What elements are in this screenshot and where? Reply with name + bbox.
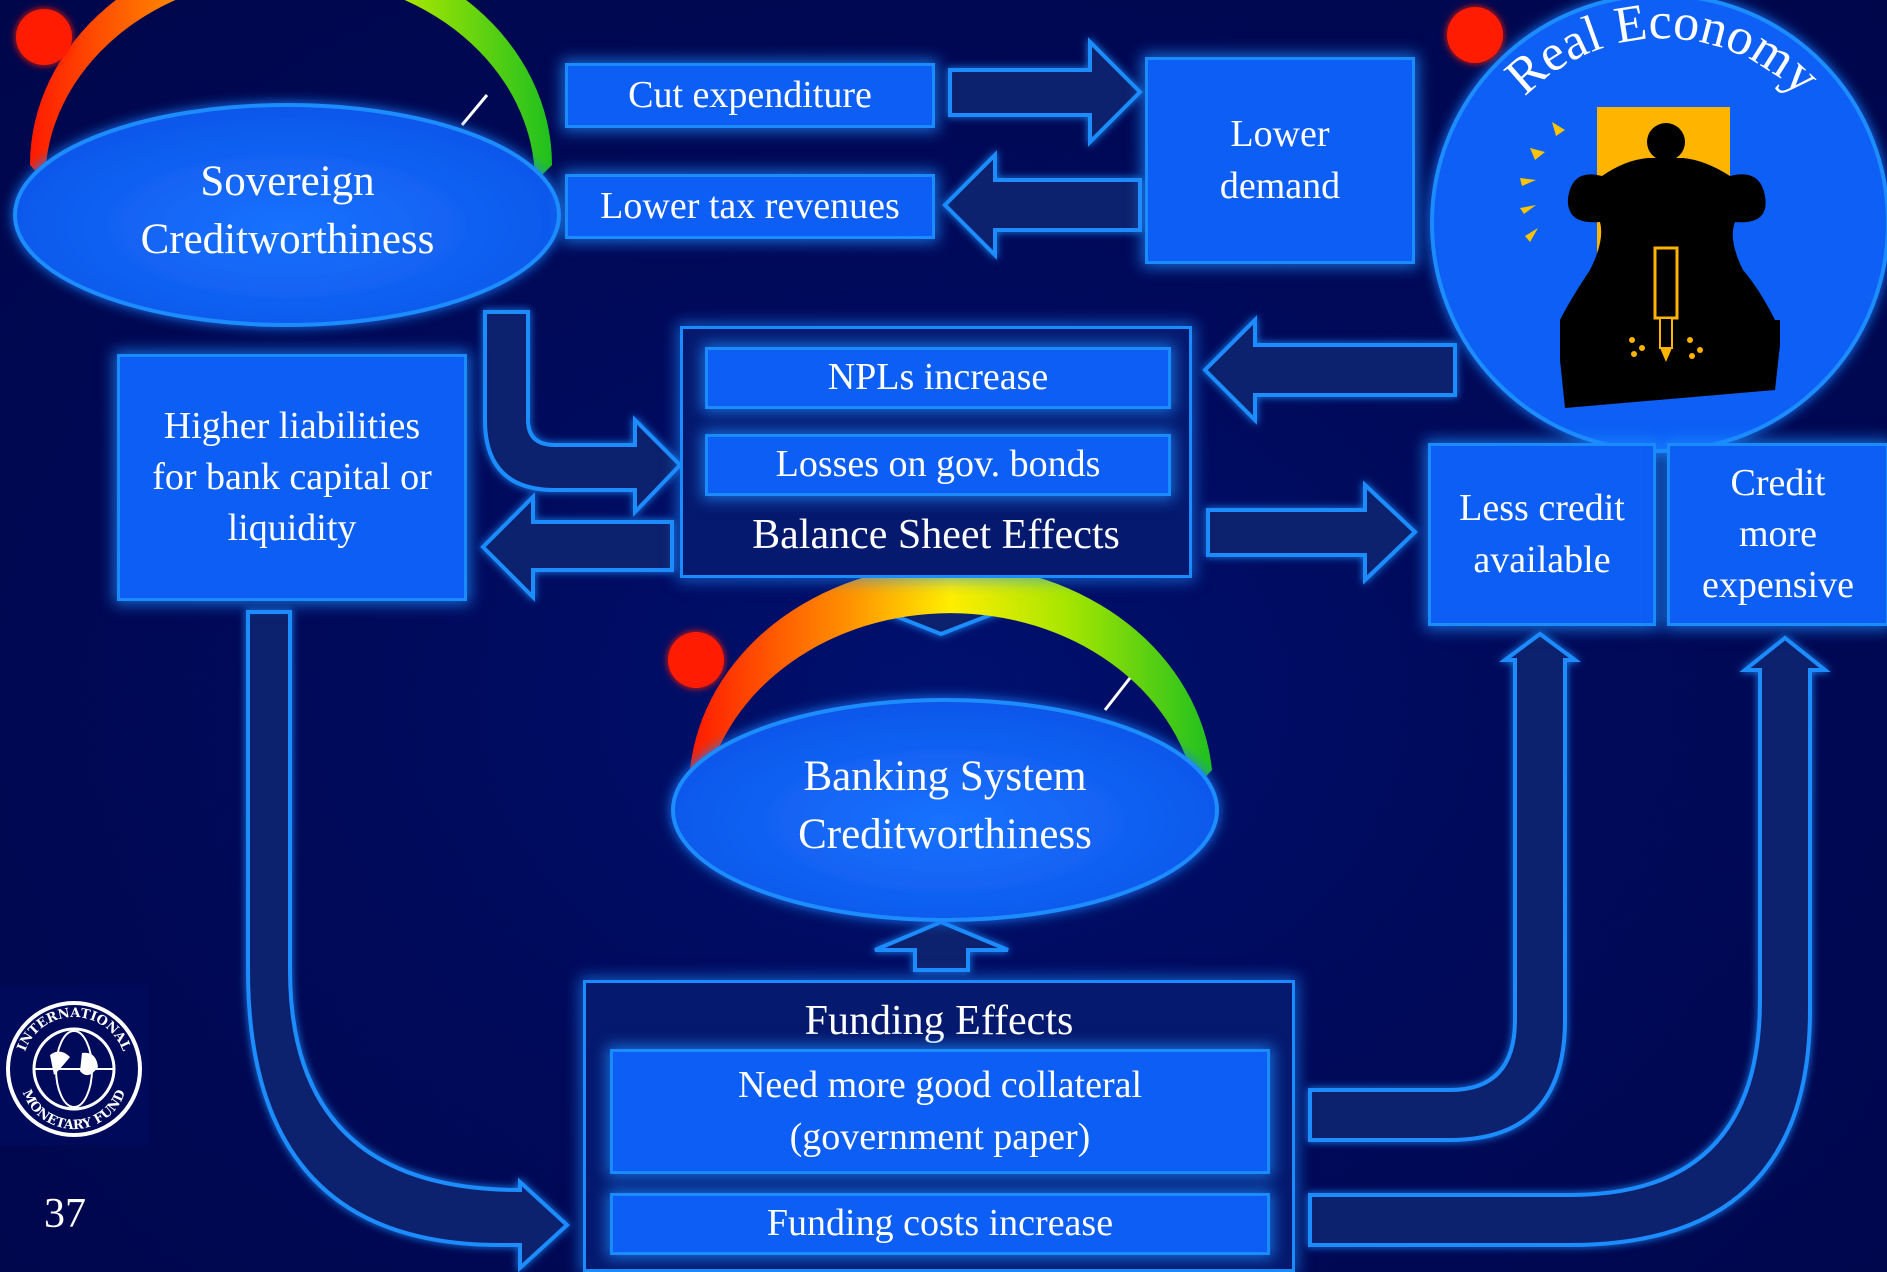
- imf-seal-logo: INTERNATIONAL MONETARY FUND: [6, 1001, 142, 1137]
- less-credit-line2: available: [1473, 538, 1611, 581]
- higher-liabilities-line3: liquidity: [227, 507, 357, 550]
- balance-sheet-title: Balance Sheet Effects: [752, 512, 1120, 558]
- lower-demand-line2: demand: [1219, 164, 1341, 207]
- balance-sheet-panel: NPLs increase Losses on gov. bonds Balan…: [680, 326, 1192, 578]
- lower-demand-line1: Lower: [1230, 113, 1330, 156]
- sovereign-gauge-needle: [460, 94, 489, 126]
- sovereign-alert-dot: [16, 9, 72, 65]
- cut-expenditure-label: Cut expenditure: [628, 73, 872, 116]
- losses-box: Losses on gov. bonds: [705, 434, 1171, 496]
- collateral-box: Need more good collateral (government pa…: [610, 1049, 1270, 1174]
- banking-gauge-needle: [1103, 677, 1132, 711]
- npls-box: NPLs increase: [705, 347, 1171, 409]
- collateral-line2: (government paper): [789, 1115, 1091, 1158]
- less-credit-line1: Less credit: [1459, 487, 1625, 530]
- real-economy-alert-dot: [1447, 7, 1503, 63]
- less-credit-box: Less credit available: [1428, 443, 1656, 626]
- higher-liabilities-box: Higher liabilities for bank capital or l…: [117, 354, 467, 601]
- funding-title: Funding Effects: [804, 998, 1074, 1044]
- sovereign-label-line1: Sovereign: [200, 158, 375, 205]
- banking-gauge-arc: [690, 564, 1212, 788]
- cut-expenditure-box: Cut expenditure: [565, 63, 935, 128]
- npls-label: NPLs increase: [827, 356, 1049, 399]
- funding-costs-box: Funding costs increase: [610, 1193, 1270, 1255]
- higher-liabilities-line2: for bank capital or: [152, 455, 432, 498]
- arrow-curve-sovereign-to-balance: [483, 310, 683, 517]
- lower-tax-label: Lower tax revenues: [600, 184, 900, 227]
- arrow-left-balance-to-liabilities: [480, 492, 674, 602]
- banking-label: Banking System Creditworthiness: [745, 748, 1145, 864]
- credit-expensive-line2: more: [1738, 512, 1818, 555]
- collateral-line1: Need more good collateral: [737, 1064, 1143, 1107]
- arrow-left-economy-to-npls: [1202, 315, 1457, 425]
- page-number: 37: [44, 1191, 86, 1237]
- losses-label: Losses on gov. bonds: [775, 443, 1101, 486]
- arrow-curve-costs-to-credit-expensive: [1308, 635, 1831, 1247]
- banking-label-line2: Creditworthiness: [798, 811, 1092, 859]
- vibration-lines-icon: [1520, 122, 1565, 242]
- jackhammer-worker-icon: [1560, 123, 1780, 408]
- banking-label-line1: Banking System: [803, 753, 1087, 800]
- banking-alert-dot: [668, 632, 724, 688]
- credit-expensive-box: Credit more expensive: [1667, 443, 1887, 626]
- sovereign-label: Sovereign Creditworthiness: [115, 153, 460, 269]
- arrow-curve-collateral-to-less-credit: [1308, 631, 1582, 1142]
- sovereign-label-line2: Creditworthiness: [140, 216, 435, 264]
- arrow-right-cut-to-demand: [948, 37, 1143, 147]
- sovereign-oval: [13, 103, 561, 327]
- arrow-up-funding-to-banking: [874, 919, 1009, 972]
- arrow-left-demand-to-tax: [942, 150, 1142, 260]
- arrow-curve-liabilities-to-funding: [246, 610, 570, 1272]
- arrow-right-balance-to-credit: [1206, 480, 1418, 585]
- logo-backdrop: [0, 985, 148, 1145]
- funding-costs-label: Funding costs increase: [766, 1202, 1114, 1245]
- funding-panel: Funding Effects Need more good collatera…: [583, 980, 1295, 1272]
- lower-tax-box: Lower tax revenues: [565, 174, 935, 239]
- banking-oval: [671, 698, 1219, 922]
- credit-expensive-line3: expensive: [1702, 564, 1854, 607]
- credit-expensive-line1: Credit: [1730, 461, 1826, 504]
- higher-liabilities-line1: Higher liabilities: [163, 404, 421, 447]
- lower-demand-box: Lower demand: [1145, 57, 1415, 264]
